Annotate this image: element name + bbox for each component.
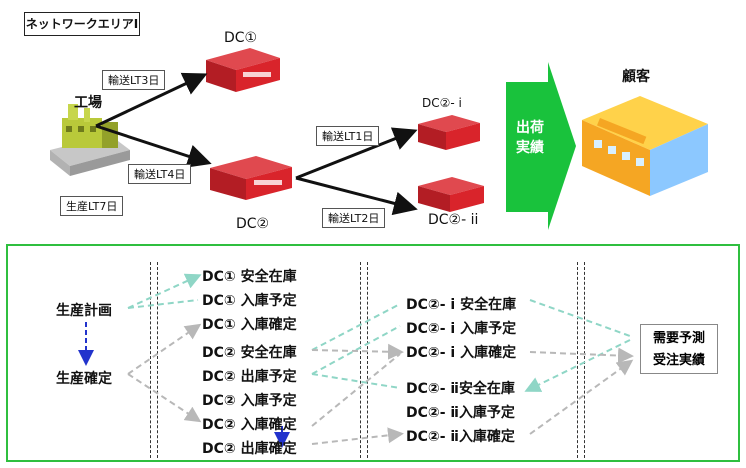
shipment-arrow: [506, 62, 576, 230]
col2-item: DC②- i 安全在庫: [406, 297, 517, 313]
factory-icon: [50, 104, 130, 176]
demand-box: 需要予測 受注実績: [640, 324, 718, 374]
col2-item: DC②- ⅱ安全在庫: [406, 381, 515, 397]
col1-item: DC② 入庫確定: [202, 417, 297, 433]
production-confirm: 生産確定: [56, 371, 112, 387]
dc2i-label: DC②- i: [422, 96, 462, 110]
demand-forecast: 需要予測: [652, 331, 705, 346]
dc1-label: DC①: [224, 30, 258, 46]
dc2-warehouse-icon: [210, 156, 292, 200]
separator: [360, 262, 361, 458]
dc2i-warehouse-icon: [418, 115, 480, 150]
dc2-label: DC②: [236, 216, 270, 232]
lt2-label: 輸送LT2日: [322, 208, 386, 228]
separator: [577, 262, 578, 458]
network-diagram: [50, 48, 708, 230]
col2-item: DC②- i 入庫確定: [406, 345, 517, 361]
lt4-label: 輸送LT4日: [128, 164, 192, 184]
separator: [150, 262, 151, 458]
col1-item: DC① 安全在庫: [202, 269, 297, 285]
dc2ii-warehouse-icon: [418, 177, 484, 212]
col1-item: DC② 入庫予定: [202, 393, 297, 409]
col1-item: DC① 入庫予定: [202, 293, 297, 309]
flow-connectors: [78, 273, 634, 448]
col2-item: DC②- i 入庫予定: [406, 321, 517, 337]
customer-label: 顧客: [622, 69, 650, 85]
lt7-label: 生産LT7日: [60, 196, 124, 216]
customer-building-icon: [582, 96, 708, 196]
col1-item: DC① 入庫確定: [202, 317, 297, 333]
separator: [157, 262, 158, 458]
order-actual: 受注実績: [652, 353, 705, 368]
separator: [584, 262, 585, 458]
area-title: ネットワークエリアⅠ: [24, 12, 140, 36]
flow-panel: [6, 244, 740, 462]
dc2ii-label: DC②- ii: [428, 212, 479, 228]
separator: [367, 262, 368, 458]
dc1-warehouse-icon: [206, 48, 280, 92]
col1-item: DC② 出庫予定: [202, 369, 297, 385]
production-plan: 生産計画: [56, 303, 112, 319]
factory-label: 工場: [74, 95, 102, 111]
col2-item: DC②- ⅱ入庫予定: [406, 405, 515, 421]
lt3-label: 輸送LT3日: [102, 70, 166, 90]
lt1-label: 輸送LT1日: [316, 126, 380, 146]
col1-item: DC② 安全在庫: [202, 345, 297, 361]
shipment-label: 出荷 実績: [516, 120, 544, 156]
col1-item: DC② 出庫確定: [202, 441, 297, 457]
col2-item: DC②- ⅱ入庫確定: [406, 429, 515, 445]
